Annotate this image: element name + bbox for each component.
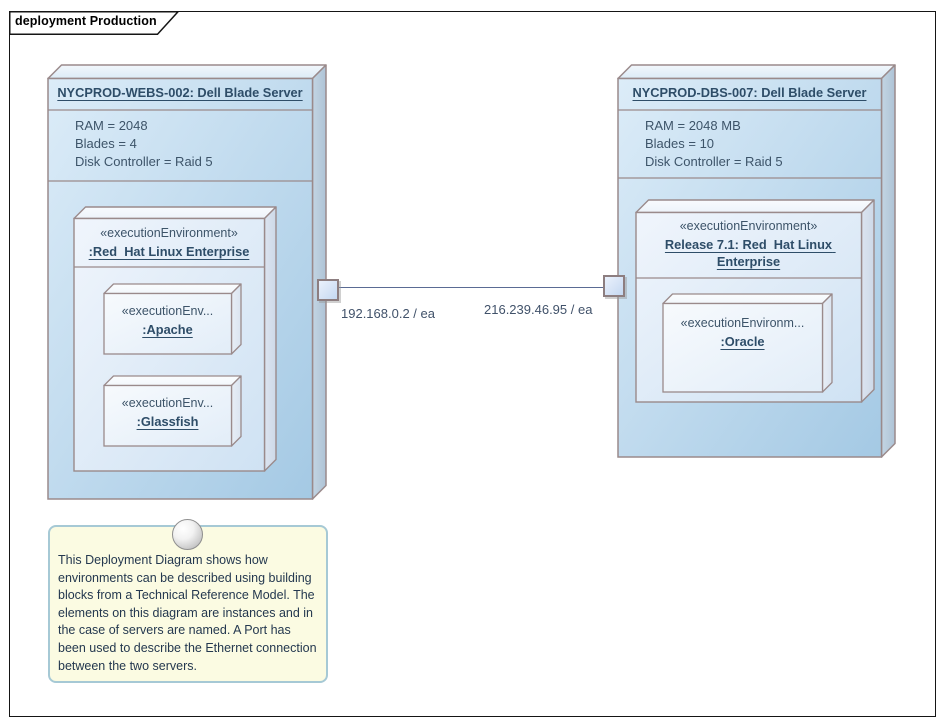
release71-name: Release 7.1: Red Hat Linux Enterprise bbox=[664, 237, 836, 269]
right-ethernet-port[interactable] bbox=[603, 275, 625, 297]
node-glassfish[interactable]: «executionEnv... :Glassfish bbox=[103, 375, 242, 447]
diagram-note[interactable]: This Deployment Diagram shows how enviro… bbox=[48, 525, 328, 683]
node-right-server-properties: RAM = 2048 MB Blades = 10 Disk Controlle… bbox=[645, 117, 783, 171]
apache-name: :Apache bbox=[142, 322, 193, 337]
property-blades: Blades = 4 bbox=[75, 136, 137, 151]
left-port-label: 192.168.0.2 / ea bbox=[341, 306, 435, 321]
glassfish-stereotype: «executionEnv... bbox=[121, 396, 214, 410]
oracle-name: :Oracle bbox=[720, 334, 765, 349]
node-left-server-properties: RAM = 2048 Blades = 4 Disk Controller = … bbox=[75, 117, 213, 171]
diagram-title: deployment Production bbox=[15, 14, 157, 28]
redhat-name: :Red Hat Linux Enterprise bbox=[88, 244, 250, 259]
diagram-frame bbox=[9, 11, 936, 717]
property-disk-controller: Disk Controller = Raid 5 bbox=[75, 154, 213, 169]
ethernet-connector[interactable] bbox=[339, 287, 604, 288]
redhat-stereotype: «executionEnvironment» bbox=[100, 226, 238, 240]
node-glassfish-shape bbox=[103, 375, 242, 447]
property-blades: Blades = 10 bbox=[645, 136, 715, 151]
oracle-stereotype: «executionEnvironm... bbox=[680, 316, 805, 330]
node-oracle[interactable]: «executionEnvironm... :Oracle bbox=[662, 293, 833, 393]
node-left-server-name: NYCPROD-WEBS-002: Dell Blade Server bbox=[57, 85, 303, 100]
diagram-frame-tab bbox=[9, 11, 180, 35]
node-apache-shape bbox=[103, 283, 242, 355]
property-disk-controller: Disk Controller = Raid 5 bbox=[645, 154, 783, 169]
note-pin-icon bbox=[172, 519, 203, 550]
release71-stereotype: «executionEnvironment» bbox=[679, 219, 818, 233]
node-oracle-shape bbox=[662, 293, 833, 393]
left-ethernet-port[interactable] bbox=[317, 279, 339, 301]
glassfish-name: :Glassfish bbox=[136, 414, 199, 429]
apache-stereotype: «executionEnv... bbox=[121, 304, 214, 318]
property-ram: RAM = 2048 MB bbox=[645, 118, 741, 133]
note-text: This Deployment Diagram shows how enviro… bbox=[58, 553, 317, 673]
node-right-server-name: NYCPROD-DBS-007: Dell Blade Server bbox=[632, 85, 867, 100]
property-ram: RAM = 2048 bbox=[75, 118, 148, 133]
node-apache[interactable]: «executionEnv... :Apache bbox=[103, 283, 242, 355]
right-port-label: 216.239.46.95 / ea bbox=[484, 302, 593, 317]
